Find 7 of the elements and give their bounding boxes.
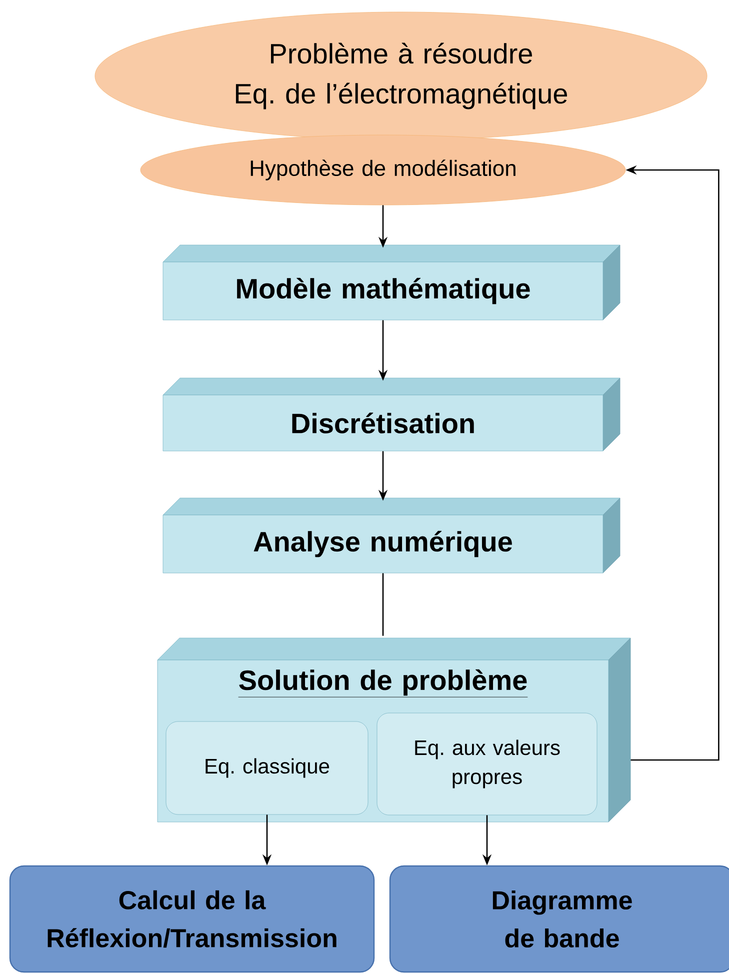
process-box: Modèle mathématique: [162, 244, 620, 320]
result-box: Diagramme de bande: [389, 865, 729, 973]
method-box: Eq. aux valeurs propres: [376, 712, 598, 816]
result-box: Calcul de la Réflexion/Transmission: [9, 865, 375, 973]
process-box: Discrétisation: [162, 378, 620, 452]
method-box: Eq. classique: [166, 721, 368, 815]
process-box: Analyse numérique: [162, 498, 620, 574]
